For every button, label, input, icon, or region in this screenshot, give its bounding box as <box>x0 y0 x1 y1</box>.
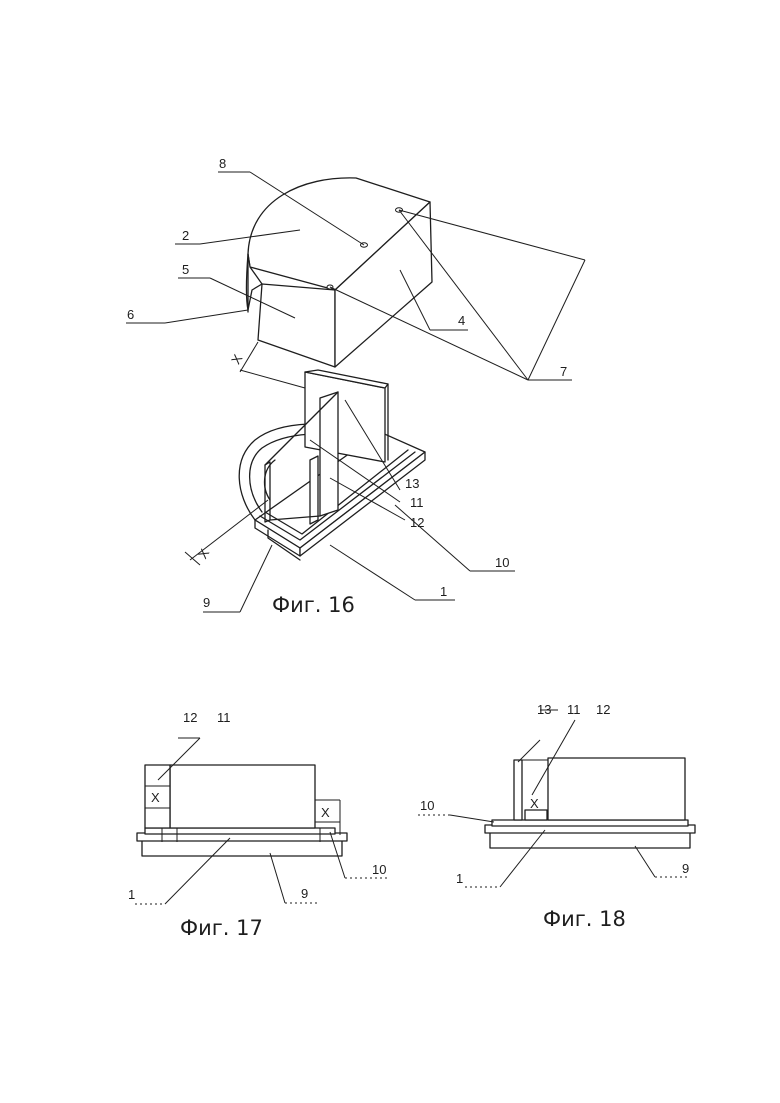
leader-13 <box>518 740 540 762</box>
label-11: 11 <box>410 495 424 510</box>
leader-9 <box>270 853 285 903</box>
label-12: 12 <box>596 702 610 717</box>
label-1: 1 <box>456 871 463 886</box>
plate-11 <box>320 392 338 516</box>
leader-10 <box>395 505 470 571</box>
block-12 <box>548 758 685 820</box>
base-9 <box>142 840 342 856</box>
caption-fig18: Фиг. 18 <box>543 907 626 931</box>
leader-10 <box>450 815 494 822</box>
caption-fig17: Фиг. 17 <box>180 916 263 940</box>
label-6: 6 <box>127 307 134 322</box>
label-9: 9 <box>682 861 689 876</box>
label-x: X <box>530 796 539 811</box>
plate-12 <box>310 456 318 524</box>
label-9: 9 <box>301 886 308 901</box>
label-4: 4 <box>458 313 465 328</box>
leader-9 <box>240 545 272 612</box>
fig17-drawing <box>135 738 390 904</box>
label-x-top: X <box>228 351 245 366</box>
label-x-right: X <box>321 805 330 820</box>
label-1: 1 <box>128 887 135 902</box>
label-2: 2 <box>182 228 189 243</box>
leader-9 <box>635 846 655 877</box>
leader-7c <box>528 260 585 380</box>
leader-1 <box>330 545 415 600</box>
block-11 <box>170 765 315 828</box>
dimension-extension <box>240 342 258 372</box>
spacer-11 <box>525 810 547 820</box>
plate-10 <box>145 828 335 834</box>
caption-fig16: Фиг. 16 <box>272 593 355 617</box>
fig16-upper-block <box>247 178 433 367</box>
leader-7a <box>399 210 528 380</box>
label-x-left: X <box>151 790 160 805</box>
label-13: 13 <box>537 702 551 717</box>
label-9: 9 <box>203 595 210 610</box>
label-5: 5 <box>182 262 189 277</box>
label-x-bottom: X <box>195 546 212 561</box>
fig18-drawing <box>418 710 695 887</box>
label-1: 1 <box>440 584 447 599</box>
label-12: 12 <box>183 710 197 725</box>
label-13: 13 <box>405 476 419 491</box>
label-11: 11 <box>567 702 581 717</box>
label-7: 7 <box>560 364 567 379</box>
label-12: 12 <box>410 515 424 530</box>
label-11: 11 <box>217 710 231 725</box>
wall-13 <box>514 760 522 820</box>
label-10: 10 <box>420 798 434 813</box>
dimension-line <box>240 370 305 388</box>
label-8: 8 <box>219 156 226 171</box>
block-front-face <box>258 284 335 367</box>
plate-10 <box>492 820 688 826</box>
base-9 <box>490 832 690 848</box>
fig16-lower-assembly <box>239 370 425 560</box>
label-10: 10 <box>372 862 386 877</box>
leader-6 <box>165 310 248 323</box>
label-10: 10 <box>495 555 509 570</box>
